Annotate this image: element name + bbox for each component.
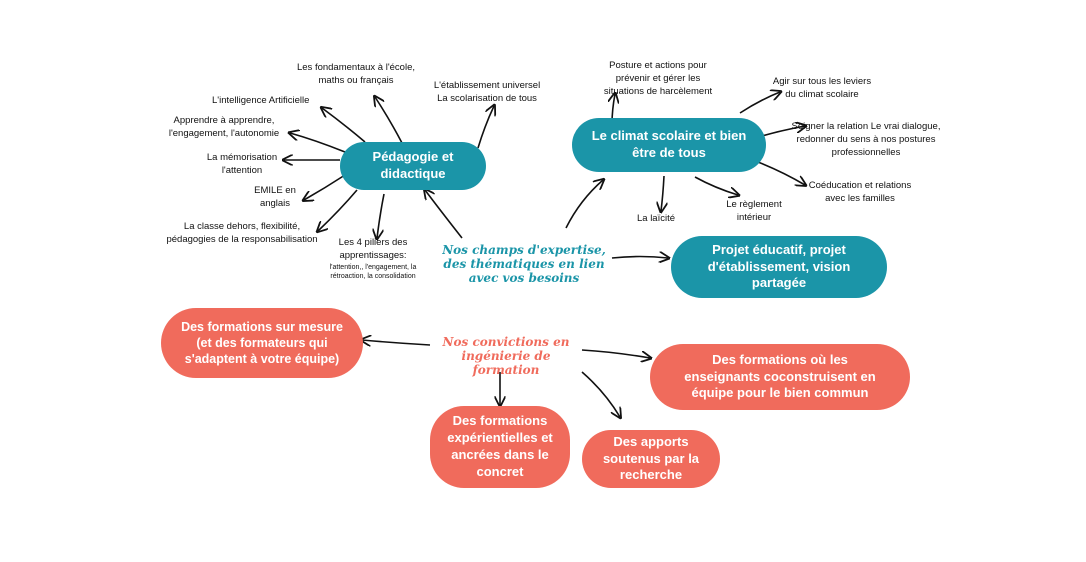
arrow-to-pedagogie: [425, 190, 463, 239]
arrow-classe-dehors: [318, 189, 358, 231]
arrow-fondamentaux: [375, 97, 403, 144]
arrow-relation: [761, 126, 805, 137]
node-projet-label: Projet éducatif, projet d'établissement,…: [707, 241, 851, 291]
node-climat[interactable]: Le climat scolaire et bien être de tous: [572, 118, 766, 172]
arrow-reglement: [694, 176, 738, 195]
leaf-emile: EMILE en anglais: [254, 185, 296, 209]
leaf-piliers-detail: l'attention,, l'engagement, la rétroacti…: [329, 263, 417, 281]
node-climat-label: Le climat scolaire et bien être de tous: [591, 128, 747, 160]
arrow-apports: [581, 371, 620, 417]
arrow-coeducation: [757, 161, 805, 185]
leaf-posture: Posture et actions pour prévenir et gére…: [603, 60, 713, 97]
node-experientielles[interactable]: Des formations expérientielles et ancrée…: [430, 406, 570, 488]
leaf-piliers: Les 4 piliers des apprentissages: l'atte…: [322, 237, 424, 282]
arrow-piliers: [377, 193, 385, 238]
arrow-ia: [322, 108, 366, 143]
arrow-coconstruisent: [581, 349, 650, 358]
leaf-laicite: La laïcité: [636, 213, 676, 224]
leaf-apprendre: Apprendre à apprendre, l'engagement, l'a…: [168, 115, 280, 139]
node-experientielles-label: Des formations expérientielles et ancrée…: [447, 413, 553, 479]
leaf-etablissement: L'établissement universel La scolarisati…: [433, 80, 541, 104]
arrow-apprendre: [290, 133, 346, 153]
arrow-to-climat: [565, 180, 603, 229]
node-coconstruisent-label: Des formations où les enseignants cocons…: [684, 351, 876, 401]
leaf-ia: L'intelligence Artificielle: [212, 95, 310, 106]
node-pedagogie[interactable]: Pédagogie et didactique: [340, 142, 486, 190]
leaf-classe-dehors: La classe dehors, flexibilité, pédagogie…: [166, 221, 318, 245]
arrow-etablissement: [477, 106, 494, 149]
title-convictions: Nos convictions en ingénierie de formati…: [442, 335, 570, 377]
leaf-fondamentaux: Les fondamentaux à l'école, maths ou fra…: [296, 62, 415, 86]
arrow-laicite: [661, 175, 664, 211]
leaf-reglement: Le règlement intérieur: [726, 199, 782, 223]
leaf-leviers: Agir sur tous les leviers du climat scol…: [772, 76, 872, 100]
node-apports[interactable]: Des apports soutenus par la recherche: [582, 430, 720, 488]
leaf-coeducation: Coéducation et relations avec les famill…: [808, 180, 912, 204]
node-sur-mesure-label: Des formations sur mesure (et des format…: [181, 319, 343, 367]
node-sur-mesure[interactable]: Des formations sur mesure (et des format…: [161, 308, 363, 378]
arrow-sur-mesure: [362, 340, 431, 345]
node-projet[interactable]: Projet éducatif, projet d'établissement,…: [671, 236, 887, 298]
node-pedagogie-label: Pédagogie et didactique: [372, 149, 454, 181]
title-expertise: Nos champs d'expertise, des thématiques …: [442, 243, 606, 285]
node-coconstruisent[interactable]: Des formations où les enseignants cocons…: [650, 344, 910, 410]
arrow-leviers: [739, 92, 780, 114]
arrow-to-projet: [611, 257, 668, 259]
leaf-memorisation: La mémorisation l'attention: [206, 152, 278, 176]
node-apports-label: Des apports soutenus par la recherche: [602, 433, 700, 483]
arrow-emile: [304, 174, 346, 200]
leaf-relation: Soigner la relation Le vrai dialogue, re…: [791, 121, 941, 158]
